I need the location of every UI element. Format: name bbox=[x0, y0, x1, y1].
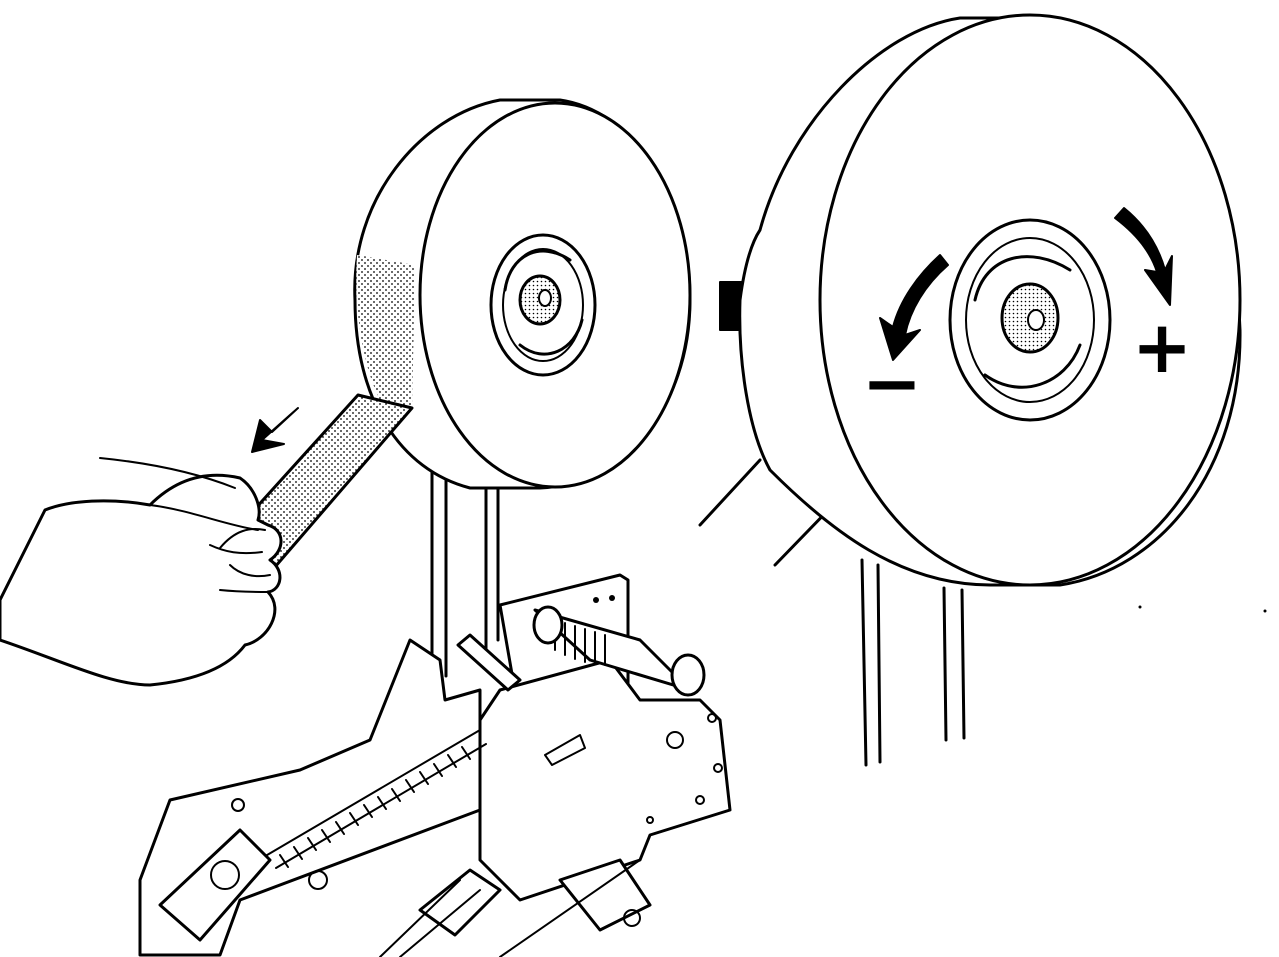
machine-frame bbox=[138, 458, 732, 957]
roller bbox=[532, 605, 706, 697]
minus-sign: − bbox=[862, 341, 922, 425]
spring bbox=[261, 729, 487, 869]
tape-roll-left bbox=[353, 98, 692, 490]
rotate-ccw-arrow-icon bbox=[879, 254, 949, 361]
rotate-cw-arrow-icon bbox=[1114, 207, 1173, 306]
hand bbox=[0, 457, 283, 687]
arrow-down-left-icon bbox=[251, 407, 299, 453]
plus-sign: + bbox=[1132, 305, 1192, 389]
tape-roll-right bbox=[698, 13, 1242, 767]
